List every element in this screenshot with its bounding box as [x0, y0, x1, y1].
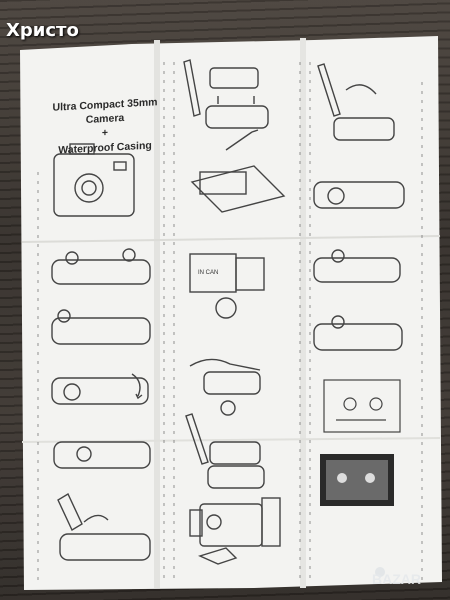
film-label: IN CAN: [198, 270, 218, 276]
illustration-step-2: [51, 309, 151, 345]
fold-shade-1: [154, 40, 160, 588]
manual-title: Ultra Compact 35mm Camera + Waterproof C…: [52, 96, 158, 156]
illustration-step-1: [51, 248, 151, 285]
illustration-step-4: [53, 441, 151, 469]
illustration-load-film: [190, 129, 286, 213]
illustration-camera-front: [53, 143, 135, 217]
bazar-logo: BAZAR: [368, 554, 442, 594]
paper: [20, 36, 442, 590]
seller-watermark: Христо: [6, 20, 79, 41]
bazar-logo-text: BAZAR: [372, 571, 421, 587]
illustration-close-back: [185, 413, 265, 489]
illustration-step-3: [51, 373, 149, 405]
illustration-photo-scene: [323, 379, 401, 433]
illustration-photo-negative: [320, 454, 394, 506]
dashed-guides: [37, 62, 423, 582]
illustration-open-back: [183, 59, 269, 129]
illustration-step-11: [313, 315, 403, 351]
fold-shade-2: [300, 38, 306, 588]
illustration-latch: [317, 63, 395, 141]
illustration-step-10: [313, 249, 401, 283]
illustration-step-9: [313, 181, 405, 209]
illustration-camera-in-case: [189, 497, 281, 565]
fold-line-h1: [21, 235, 441, 243]
instruction-sheet: IN CAN: [14, 22, 444, 592]
illustration-film-cartridge: [189, 253, 265, 319]
illustration-step-5: [57, 493, 151, 561]
illustration-hands: [189, 358, 261, 416]
